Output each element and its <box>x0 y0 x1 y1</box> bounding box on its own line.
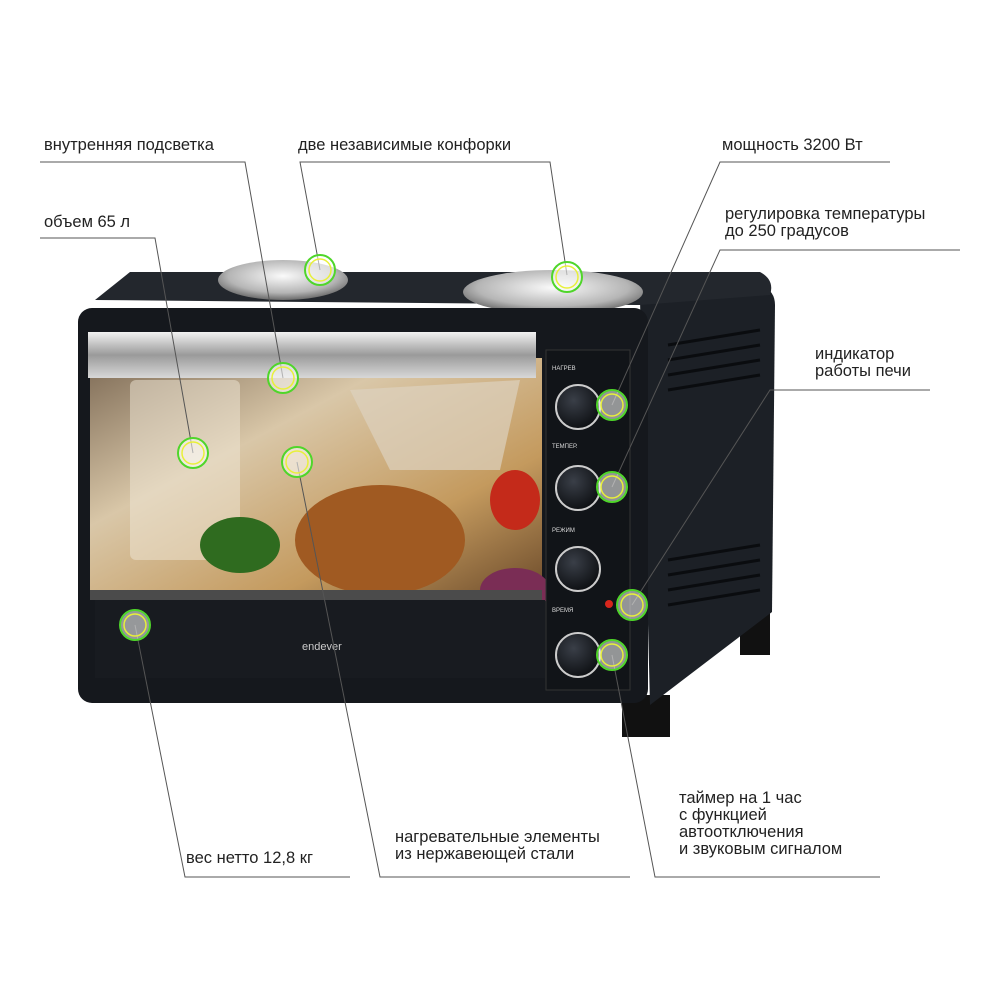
callout-timer-line2: с функцией <box>679 806 767 824</box>
brand-logo: endever <box>302 641 342 653</box>
callout-timer: таймер на 1 час с функцией автоотключени… <box>679 790 842 858</box>
heat-knob[interactable] <box>555 384 601 430</box>
food-pepper <box>490 470 540 530</box>
panel-label-temp: ТЕМПЕР. <box>552 444 578 450</box>
panel-label-time: ВРЕМЯ <box>552 608 573 614</box>
callout-heating-elements: нагревательные элементы из нержавеющей с… <box>395 829 600 863</box>
callout-indicator-line2: работы печи <box>815 362 911 380</box>
callout-indicator: индикатор работы печи <box>815 346 911 380</box>
callout-power: мощность 3200 Вт <box>722 136 863 154</box>
panel-label-heat: НАГРЕВ <box>552 366 576 372</box>
timer-knob[interactable] <box>555 632 601 678</box>
hotspots <box>119 254 648 671</box>
callout-lines <box>40 161 960 878</box>
callout-timer-line3: автоотключения <box>679 823 804 841</box>
callout-heating-line1: нагревательные элементы <box>395 828 600 846</box>
food-broccoli <box>200 517 280 573</box>
callout-indicator-line1: индикатор <box>815 345 895 363</box>
oven-top <box>95 272 772 305</box>
callout-weight: вес нетто 12,8 кг <box>186 849 313 867</box>
callout-heating-line2: из нержавеющей стали <box>395 845 575 863</box>
callout-interior-light: внутренняя подсветка <box>44 136 214 154</box>
mode-knob[interactable] <box>555 546 601 592</box>
callout-temperature-line2: до 250 градусов <box>725 222 849 240</box>
callout-two-burners: две независимые конфорки <box>298 136 512 154</box>
callout-temperature: регулировка температуры до 250 градусов <box>725 206 925 240</box>
callout-timer-line4: и звуковым сигналом <box>679 840 843 858</box>
callout-timer-line1: таймер на 1 час <box>679 789 802 807</box>
door-handle <box>88 332 536 378</box>
panel-label-mode: РЕЖИМ <box>552 528 575 534</box>
callout-temperature-line1: регулировка температуры <box>725 205 926 223</box>
callout-volume: объем 65 л <box>44 213 131 231</box>
burner-right <box>463 270 643 314</box>
temperature-knob[interactable] <box>555 465 601 511</box>
food-chicken <box>295 485 465 595</box>
indicator-light <box>605 600 613 608</box>
